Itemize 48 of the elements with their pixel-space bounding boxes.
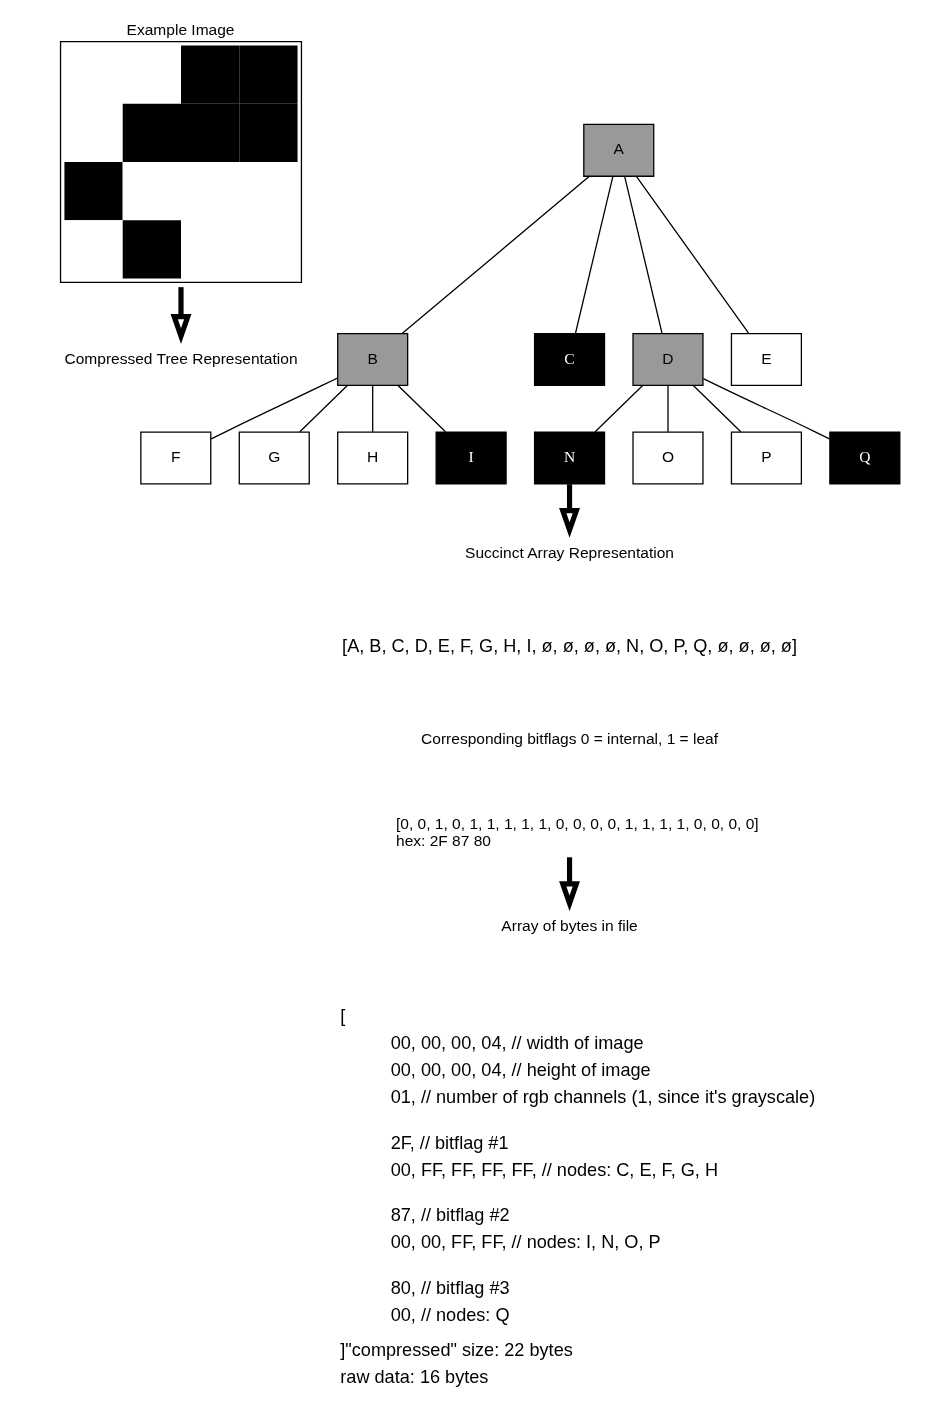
connector [635, 175, 749, 334]
node-label: Example Image [126, 20, 235, 38]
label: [ [339, 1005, 345, 1026]
node-box: A [582, 123, 654, 177]
connector [692, 384, 741, 433]
label: 00, 00, FF, FF, // nodes: I, N, O, P [390, 1232, 661, 1253]
node-text: [0, 0, 1, 0, 1, 1, 1, 1, 1, 0, 0, 0, 0, 1, 1, 1, 1, 0, 0, 0, 0] hex: 2F 87 80 [395, 815, 759, 850]
connector [396, 384, 446, 433]
connector [210, 377, 338, 440]
connector [594, 384, 643, 433]
node-box: F [139, 431, 211, 485]
arrow [558, 484, 580, 538]
connector [574, 175, 613, 334]
label: 00, FF, FF, FF, FF, // nodes: C, E, F, G, H [390, 1159, 718, 1180]
arrow [558, 857, 580, 912]
connector [298, 384, 348, 433]
node-box: D [631, 333, 704, 387]
label: Corresponding bitflags 0 = internal, 1 = leaf [420, 730, 718, 748]
label: [A, B, C, D, E, F, G, H, I, ø, ø, ø, ø, N, O, P, Q, ø, ø, ø, ø] [341, 635, 797, 656]
connector [666, 384, 669, 433]
node-box: Q [828, 431, 900, 485]
label: raw data: 16 bytes [339, 1366, 488, 1387]
node-box: P [730, 431, 802, 485]
node-box [59, 40, 302, 284]
label: 00, 00, 00, 04, // width of image [390, 1032, 644, 1053]
node-box: E [730, 333, 802, 387]
node-box: B [336, 333, 408, 387]
connector [623, 175, 663, 334]
connector [371, 384, 373, 433]
label: 80, // bitflag #3 [390, 1277, 510, 1298]
label: 2F, // bitflag #1 [390, 1132, 509, 1153]
node-box: G [238, 431, 310, 485]
node-box: N [533, 431, 605, 485]
arrow [170, 287, 191, 344]
connector [702, 378, 830, 440]
node-text: Array of bytes in file [500, 916, 638, 934]
node-box: I [435, 431, 507, 485]
label: 00, 00, 00, 04, // height of image [390, 1060, 651, 1081]
node-text: Compressed Tree Representation [63, 349, 298, 367]
label: 01, // number of rgb channels (1, since it's grayscale) [390, 1087, 815, 1108]
label: ]"compressed" size: 22 bytes [339, 1339, 573, 1360]
node-box: O [631, 431, 704, 485]
label: 87, // bitflag #2 [390, 1205, 510, 1226]
label: 00, // nodes: Q [390, 1304, 510, 1325]
node-box: C [533, 333, 605, 387]
node-box: H [336, 431, 408, 485]
connector [400, 175, 590, 335]
node-text: Succinct Array Representation [464, 543, 674, 561]
